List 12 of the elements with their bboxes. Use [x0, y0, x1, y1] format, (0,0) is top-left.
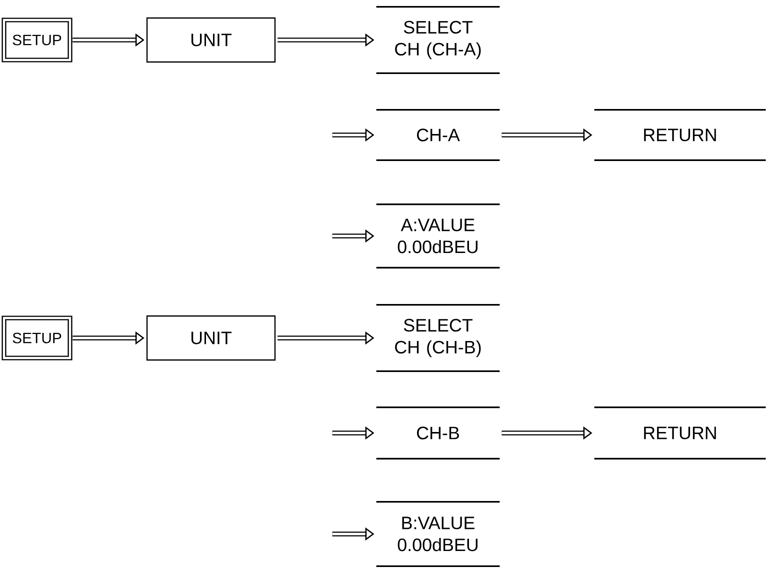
display-item: RETURN	[594, 406, 766, 460]
display-item: B:VALUE 0.00dBEU	[376, 501, 500, 567]
menu-box: UNIT	[146, 17, 276, 63]
display-item: CH-A	[376, 109, 500, 161]
display-item: SELECT CH (CH-A)	[376, 6, 500, 74]
display-item: RETURN	[594, 109, 766, 161]
display-item: A:VALUE 0.00dBEU	[376, 204, 500, 268]
display-item: SELECT CH (CH-B)	[376, 304, 500, 372]
key-button: SETUP	[2, 18, 72, 62]
key-button: SETUP	[2, 316, 72, 360]
display-item: CH-B	[376, 406, 500, 460]
menu-box: UNIT	[146, 315, 276, 361]
